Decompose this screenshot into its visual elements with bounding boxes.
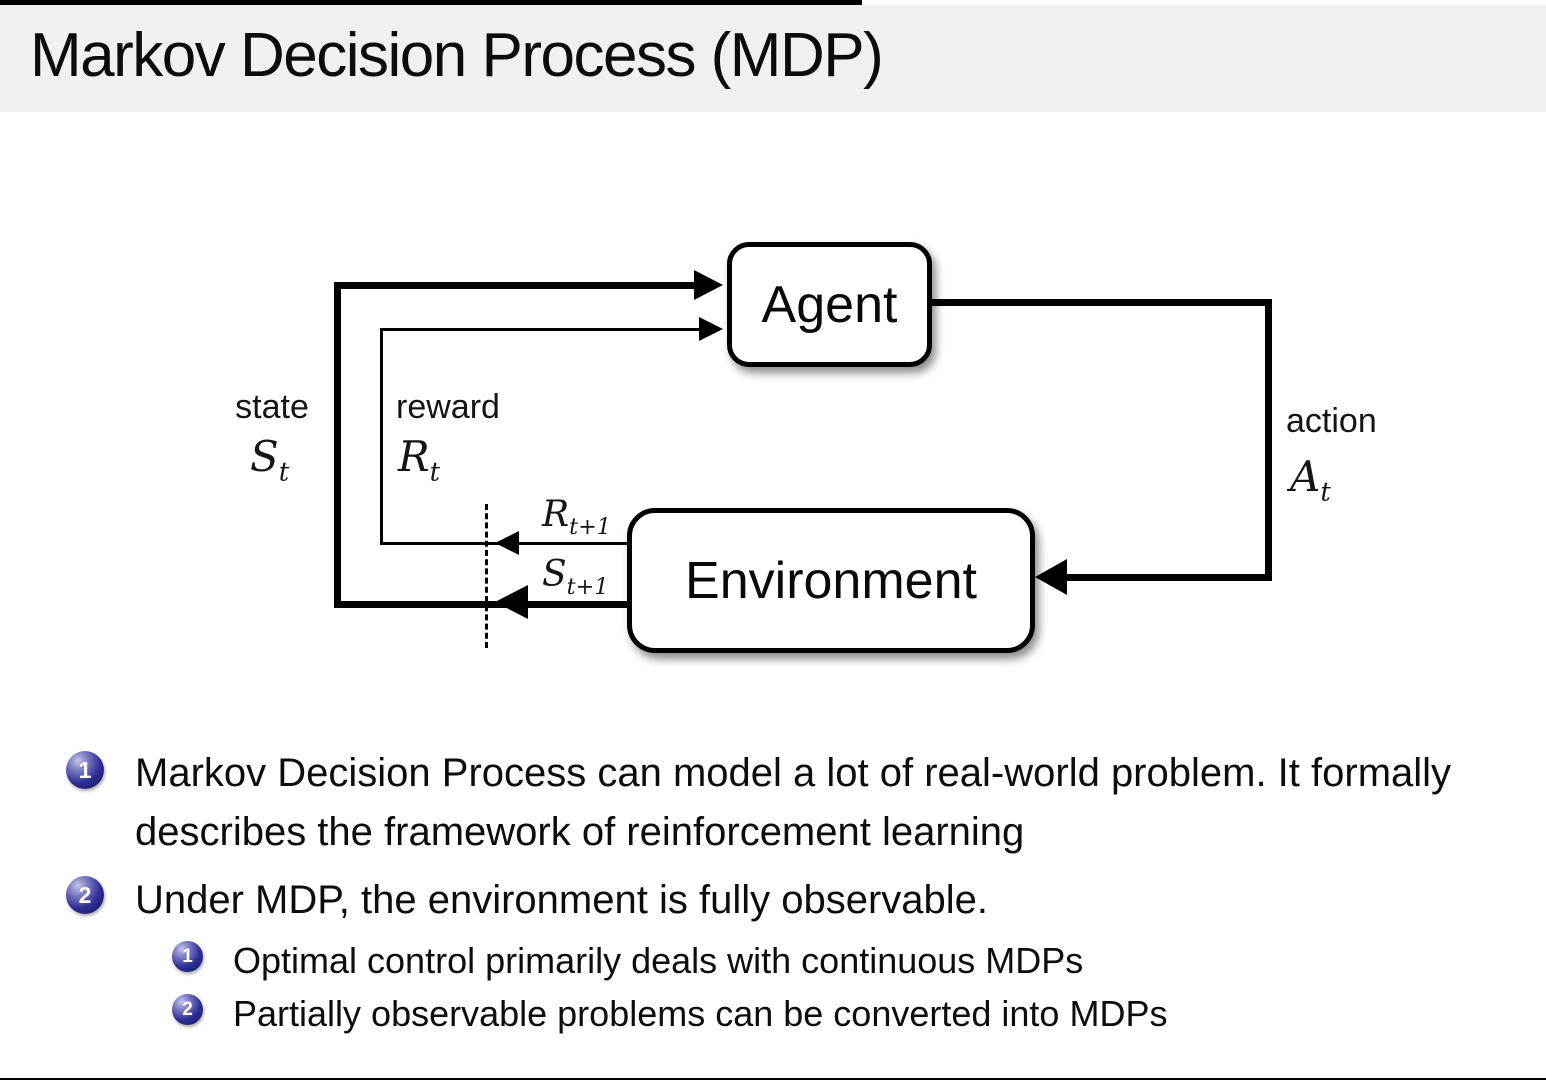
- state-label: state: [235, 388, 309, 426]
- sub-enumeration-ball-2-number: 2: [182, 998, 193, 1020]
- next-reward-symbol: Rt+1: [542, 494, 611, 541]
- bullet-item-1: Markov Decision Process can model a lot …: [135, 751, 1452, 854]
- sub-enumeration-ball-1-number: 1: [182, 945, 193, 967]
- state-symbol: St: [250, 432, 290, 488]
- sub-bullet-item-2: Partially observable problems can be con…: [233, 993, 1168, 1034]
- next-state-arrowhead-icon: [495, 585, 528, 619]
- environment-node: Environment: [627, 508, 1035, 653]
- action-line-vertical: [1265, 299, 1272, 581]
- top-border-artifact: [0, 0, 862, 5]
- action-label: action: [1286, 402, 1377, 440]
- next-state-line: [334, 601, 630, 608]
- reward-line-vertical: [380, 328, 383, 545]
- timestep-dashed-line: [485, 504, 488, 648]
- action-symbol: At: [1290, 452, 1331, 508]
- slide-title: Markov Decision Process (MDP): [30, 21, 884, 90]
- reward-arrowhead-icon: [699, 317, 723, 341]
- action-arrowhead-icon: [1035, 559, 1067, 595]
- agent-label: Agent: [761, 275, 898, 334]
- next-state-symbol: St+1: [542, 554, 609, 601]
- bullet-item-2: Under MDP, the environment is fully obse…: [135, 878, 989, 922]
- sub-bullet-item-1: Optimal control primarily deals with con…: [233, 940, 1084, 981]
- enumeration-ball-1: 1: [66, 751, 104, 789]
- action-line-from-agent: [932, 299, 1272, 306]
- state-arrowhead-icon: [694, 270, 723, 300]
- environment-label: Environment: [685, 551, 977, 610]
- bottom-border-artifact: [0, 1078, 1546, 1080]
- enumeration-ball-1-number: 1: [78, 756, 92, 783]
- state-line-vertical: [334, 282, 341, 608]
- reward-symbol: Rt: [398, 432, 441, 488]
- enumeration-ball-2-number: 2: [78, 881, 92, 908]
- enumeration-ball-2: 2: [66, 876, 104, 914]
- sub-enumeration-ball-2: 2: [172, 994, 203, 1025]
- state-line-to-agent: [334, 282, 696, 289]
- sub-enumeration-ball-1: 1: [172, 941, 203, 972]
- slide-title-band: [0, 5, 1546, 112]
- reward-label: reward: [396, 388, 500, 426]
- reward-line-to-agent: [380, 328, 702, 331]
- next-reward-arrowhead-icon: [495, 531, 519, 555]
- action-line-to-environment: [1063, 574, 1272, 581]
- agent-node: Agent: [727, 242, 932, 367]
